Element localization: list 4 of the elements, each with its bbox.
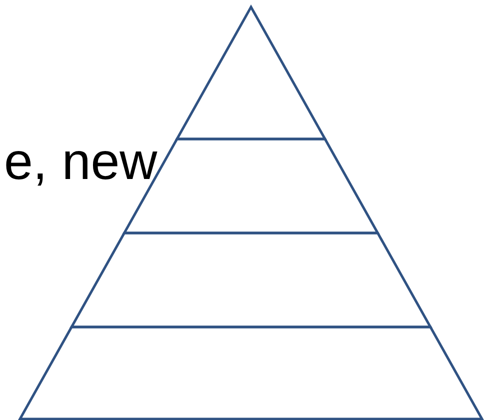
- pyramid-tier: [69, 232, 433, 328]
- pyramid-tier: [18, 326, 484, 420]
- pyramid-top-tier: [174, 4, 328, 140]
- text-fragment: e, new: [4, 136, 158, 188]
